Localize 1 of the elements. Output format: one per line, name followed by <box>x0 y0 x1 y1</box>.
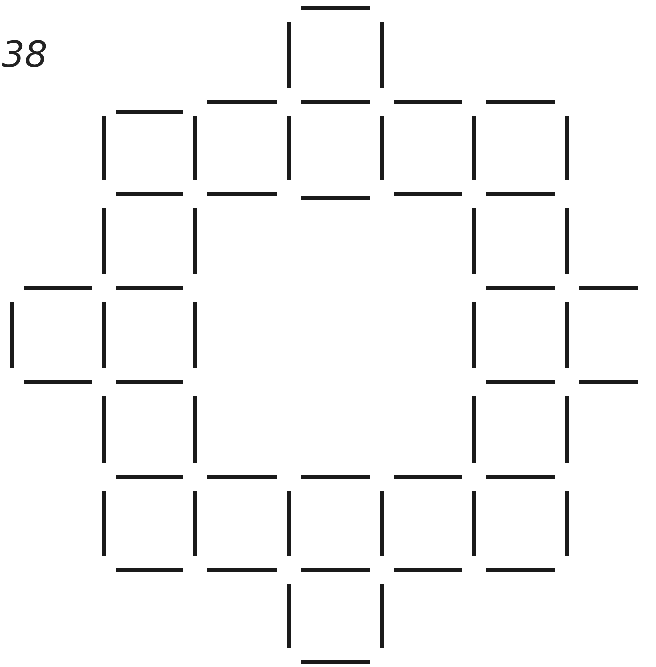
puzzle-number: 38 <box>2 38 48 74</box>
